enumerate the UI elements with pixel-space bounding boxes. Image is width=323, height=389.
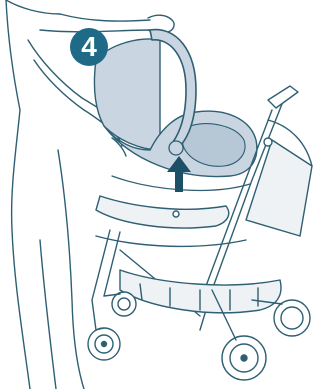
person-raised-arm <box>60 14 150 21</box>
frame-joint <box>264 138 272 146</box>
person-back-outline <box>6 0 30 389</box>
front-wheel-left <box>88 328 120 360</box>
step-number-badge: 4 <box>70 28 108 66</box>
stroller-handlebar <box>268 86 298 108</box>
step-number: 4 <box>81 33 97 61</box>
up-arrow-shaft <box>175 170 183 192</box>
rear-wheel-left <box>222 336 266 380</box>
handle-pivot <box>169 141 183 155</box>
frame-joint-front <box>173 211 179 217</box>
person-shoulder-line <box>6 0 60 14</box>
rear-wheel-right <box>274 300 310 336</box>
front-wheel-right <box>112 292 136 316</box>
person-inner-leg-outline <box>40 240 56 389</box>
person-front-leg-outline <box>58 150 84 389</box>
stroller-seat-tray <box>96 196 229 228</box>
